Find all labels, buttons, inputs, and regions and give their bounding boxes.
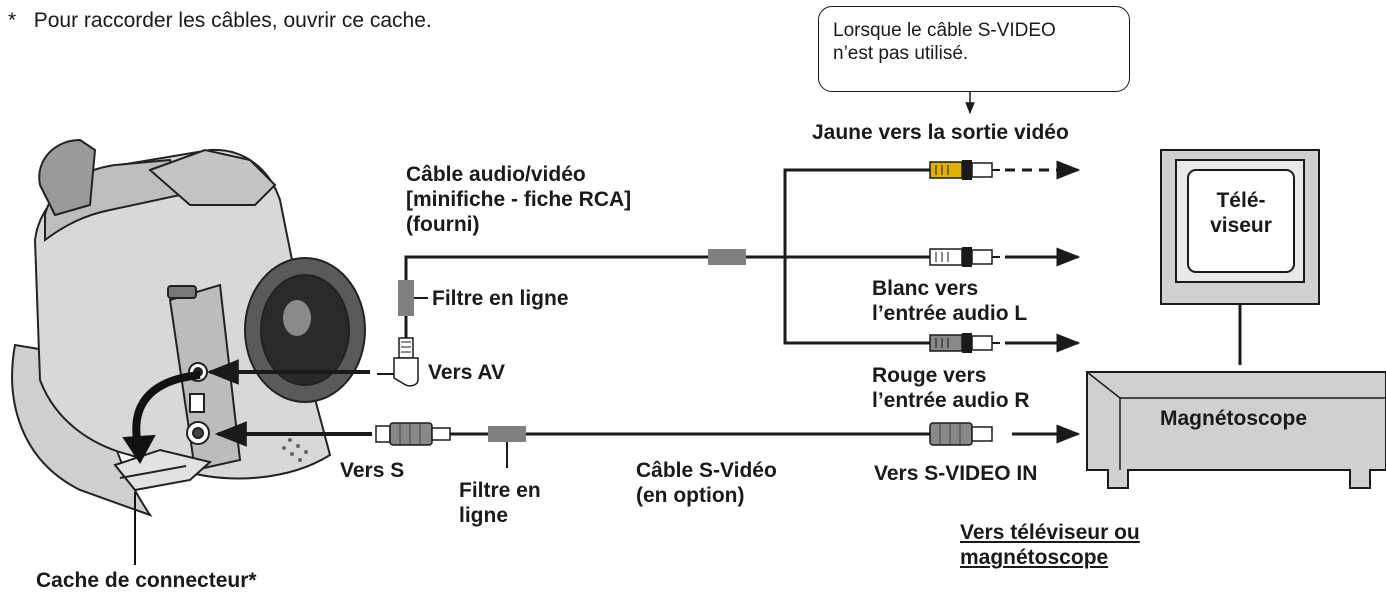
- label-filter-inline: Filtre en ligne: [432, 287, 569, 310]
- label-svideo-cable-line-1: Câble S-Vidéo: [636, 459, 777, 482]
- label-to-s: Vers S: [340, 459, 405, 482]
- footnote-marker: *: [8, 9, 17, 32]
- label-av-cable-line-2: [minifiche - fiche RCA]: [406, 188, 632, 211]
- label-av-cable: Câble audio/vidéo [minifiche - fiche RCA…: [406, 162, 631, 237]
- ferrite-filter-icon: [488, 426, 526, 442]
- label-tv-line-2: viseur: [1210, 214, 1272, 237]
- label-to-svideo-in: Vers S-VIDEO IN: [874, 462, 1038, 485]
- callout-box: Lorsque le câble S-VIDEO n’est pas utili…: [818, 6, 1130, 92]
- label-av-cable-line-3: (fourni): [406, 213, 480, 236]
- ferrite-filter-icon: [398, 280, 414, 316]
- ferrite-filter-icon: [708, 249, 746, 265]
- label-filter-2-line-2: ligne: [459, 504, 509, 527]
- label-svideo-cable: Câble S-Vidéo (en option): [636, 458, 777, 508]
- label-to-tv-vcr: Vers téléviseur ou magnétoscope: [960, 520, 1140, 570]
- svideo-plug-icon: [929, 422, 993, 446]
- svideo-plug-icon: [375, 422, 451, 446]
- label-white-line-1: Blanc vers: [872, 277, 979, 300]
- label-connector-cover: Cache de connecteur*: [36, 569, 257, 592]
- camcorder-illustration: [11, 138, 366, 565]
- label-vcr: Magnétoscope: [1160, 407, 1308, 430]
- label-yellow-out: Jaune vers la sortie vidéo: [812, 121, 1069, 144]
- label-white: Blanc vers l’entrée audio L: [872, 276, 1027, 326]
- minijack-plug-icon: [377, 337, 419, 387]
- footnote-text: Pour raccorder les câbles, ouvrir ce cac…: [33, 9, 432, 32]
- label-filter-2-line-1: Filtre en: [459, 479, 541, 502]
- label-red: Rouge vers l’entrée audio R: [872, 363, 1030, 413]
- rca-plug-icon: [929, 160, 1000, 180]
- rca-plug-icon: [929, 333, 1000, 353]
- label-red-line-2: l’entrée audio R: [872, 389, 1030, 412]
- callout-line-2: n’est pas utilisé.: [833, 43, 969, 64]
- label-to-tv-vcr-line-1: Vers téléviseur ou: [960, 521, 1140, 544]
- label-tv-line-1: Télé-: [1216, 189, 1266, 212]
- label-filter-2: Filtre en ligne: [459, 478, 541, 528]
- label-red-line-1: Rouge vers: [872, 364, 987, 387]
- label-tv: Télé- viseur: [1188, 188, 1294, 238]
- footnote: * Pour raccorder les câbles, ouvrir ce c…: [8, 8, 432, 34]
- label-to-av: Vers AV: [428, 361, 506, 384]
- label-white-line-2: l’entrée audio L: [872, 302, 1028, 325]
- vcr-icon: [1086, 371, 1386, 489]
- rca-plug-icon: [929, 247, 1000, 267]
- label-svideo-cable-line-2: (en option): [636, 484, 745, 507]
- label-to-tv-vcr-line-2: magnétoscope: [960, 546, 1109, 569]
- callout-line-1: Lorsque le câble S-VIDEO: [833, 20, 1056, 41]
- tv-icon: [1160, 149, 1320, 305]
- label-av-cable-line-1: Câble audio/vidéo: [406, 163, 586, 186]
